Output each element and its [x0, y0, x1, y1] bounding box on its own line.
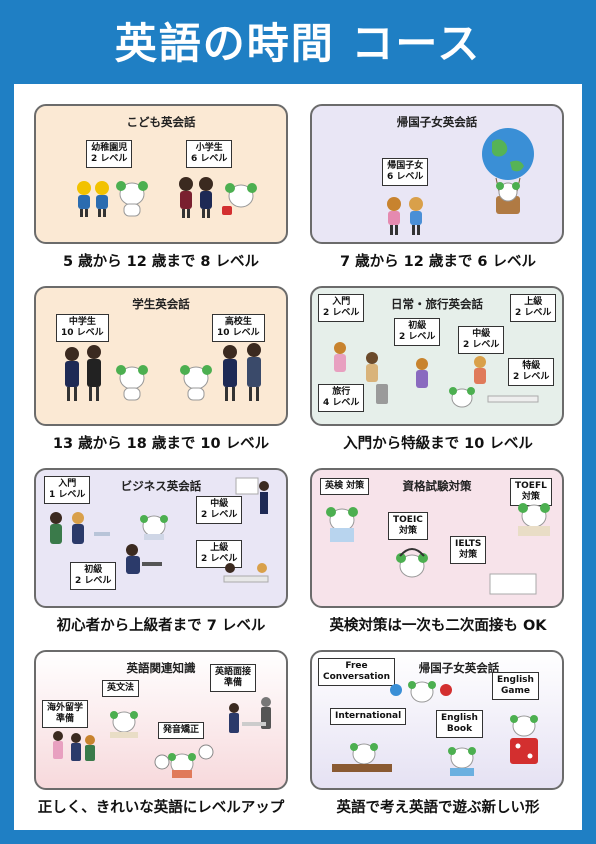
- level-label: 上級 2 レベル: [196, 540, 243, 568]
- business-illustration: [50, 477, 269, 583]
- mascot-icon: [140, 515, 168, 540]
- mascot-icon: [448, 747, 476, 776]
- card-caption: 正しく、きれいな英語にレベルアップ: [37, 800, 285, 816]
- mascot-icon: [449, 387, 475, 408]
- card-title: ビジネス英会話: [120, 479, 202, 493]
- level-label: 特級 2 レベル: [508, 358, 555, 386]
- level-label: TOEFL 対策: [510, 478, 552, 506]
- level-label: 初級 2 レベル: [70, 562, 117, 590]
- dice-icon: [510, 738, 538, 764]
- speech-bubble-icon: [154, 754, 170, 770]
- level-label: 入門 1 レベル: [44, 476, 91, 504]
- card-caption: 入門から特級まで 10 レベル: [343, 436, 533, 452]
- desk-icon: [332, 764, 392, 772]
- level-label: 中級 2 レベル: [196, 496, 243, 524]
- level-label: 中級 2 レベル: [458, 326, 505, 354]
- card-caption: 13 歳から 18 歳まで 10 レベル: [52, 436, 270, 452]
- mascot-icon: [350, 743, 378, 765]
- card-title: 日常・旅行英会話: [391, 297, 483, 311]
- card-returnee-play-english[interactable]: 帰国子女英会話 Free Conversation English Game I…: [310, 650, 564, 790]
- mascot-icon: [110, 711, 138, 738]
- globe-icon: [482, 128, 534, 180]
- mascot-icon: [116, 365, 148, 401]
- exam-illustration: [326, 503, 550, 595]
- ball-icon: [390, 684, 402, 696]
- card-title: 資格試験対策: [402, 479, 472, 493]
- level-label: 英検 対策: [320, 478, 370, 495]
- balloon-basket-icon: [495, 177, 521, 214]
- level-label: 小学生 6 レベル: [186, 140, 233, 168]
- level-label: International: [330, 708, 407, 725]
- chart-board-icon: [235, 477, 259, 495]
- card-student-english[interactable]: 学生英会話 中学生 10 レベル 高校生 10 レベル: [34, 286, 288, 426]
- card-business-english[interactable]: ビジネス英会話 入門 1 レベル 中級 2 レベル 初級 2 レベル 上級 2 …: [34, 468, 288, 608]
- level-label: English Game: [492, 672, 539, 700]
- card-title: 帰国子女英会話: [418, 661, 500, 675]
- ball-icon: [440, 684, 452, 696]
- level-label: 帰国子女 6 レベル: [382, 158, 429, 186]
- mascot-icon: [408, 681, 436, 703]
- page-title: 英語の時間 コース: [114, 18, 482, 68]
- mascot-icon: [222, 183, 257, 215]
- level-label: 英語面接 準備: [210, 664, 257, 692]
- students-illustration: [65, 343, 261, 401]
- level-label: 入門 2 レベル: [318, 294, 365, 322]
- mascot-icon: [116, 181, 148, 217]
- course-sheet: こども英会話 幼稚園児 2 レベル 小学生 6 レベル: [14, 84, 582, 830]
- header: 英語の時間 コース: [0, 0, 596, 80]
- level-label: 発音矯正: [158, 722, 205, 739]
- speech-bubble-icon: [198, 744, 214, 760]
- card-title: 学生英会話: [132, 297, 190, 311]
- level-label: TOEIC 対策: [388, 512, 428, 540]
- level-label: IELTS 対策: [450, 536, 487, 564]
- paper-icon: [489, 573, 537, 595]
- card-title: 帰国子女英会話: [396, 115, 478, 129]
- card-caption: 5 歳から 12 歳まで 8 レベル: [62, 254, 260, 270]
- card-kids-english[interactable]: こども英会話 幼稚園児 2 レベル 小学生 6 レベル: [34, 104, 288, 244]
- card-title: こども英会話: [126, 115, 196, 129]
- card-exam-prep[interactable]: 資格試験対策 英検 対策 TOEFL 対策 TOEIC 対策 IELTS 対策: [310, 468, 564, 608]
- level-label: 幼稚園児 2 レベル: [86, 140, 133, 168]
- returnee-illustration: [387, 128, 534, 235]
- level-label: English Book: [436, 710, 483, 738]
- card-daily-travel-english[interactable]: 日常・旅行英会話 入門 2 レベル 初級 2 レベル 中級 2 レベル 上級 2…: [310, 286, 564, 426]
- level-label: 上級 2 レベル: [510, 294, 557, 322]
- mascot-icon: [510, 715, 538, 737]
- card-title: 英語関連知識: [126, 661, 196, 675]
- kids-illustration: [77, 177, 257, 218]
- mascot-icon: [326, 507, 358, 542]
- daily-travel-illustration: [334, 342, 539, 408]
- level-label: 海外留学 準備: [42, 700, 89, 728]
- suitcase-icon: [376, 384, 388, 404]
- level-label: Free Conversation: [318, 658, 396, 686]
- play-illustration: [332, 681, 538, 776]
- level-label: 旅行 4 レベル: [318, 384, 365, 412]
- level-label: 中学生 10 レベル: [56, 314, 109, 342]
- knowledge-illustration: [53, 697, 271, 778]
- headphones-icon: [399, 548, 425, 557]
- level-label: 英文法: [102, 680, 140, 697]
- mascot-icon: [518, 503, 550, 536]
- card-caption: 英語で考え英語で遊ぶ新しい形: [336, 800, 540, 816]
- card-caption: 7 歳から 12 歳まで 6 レベル: [339, 254, 537, 270]
- mascot-icon: [396, 548, 428, 578]
- card-returnee-english[interactable]: 帰国子女英会話 帰国子女 6 レベル: [310, 104, 564, 244]
- level-label: 初級 2 レベル: [394, 318, 441, 346]
- mascot-icon: [168, 753, 196, 778]
- card-caption: 英検対策は一次も二次面接も OK: [329, 618, 547, 634]
- mascot-icon: [180, 365, 212, 401]
- level-label: 高校生 10 レベル: [212, 314, 265, 342]
- card-caption: 初心者から上級者まで 7 レベル: [56, 618, 266, 634]
- card-english-knowledge[interactable]: 英語関連知識 英語面接 準備 英文法 海外留学 準備 発音矯正: [34, 650, 288, 790]
